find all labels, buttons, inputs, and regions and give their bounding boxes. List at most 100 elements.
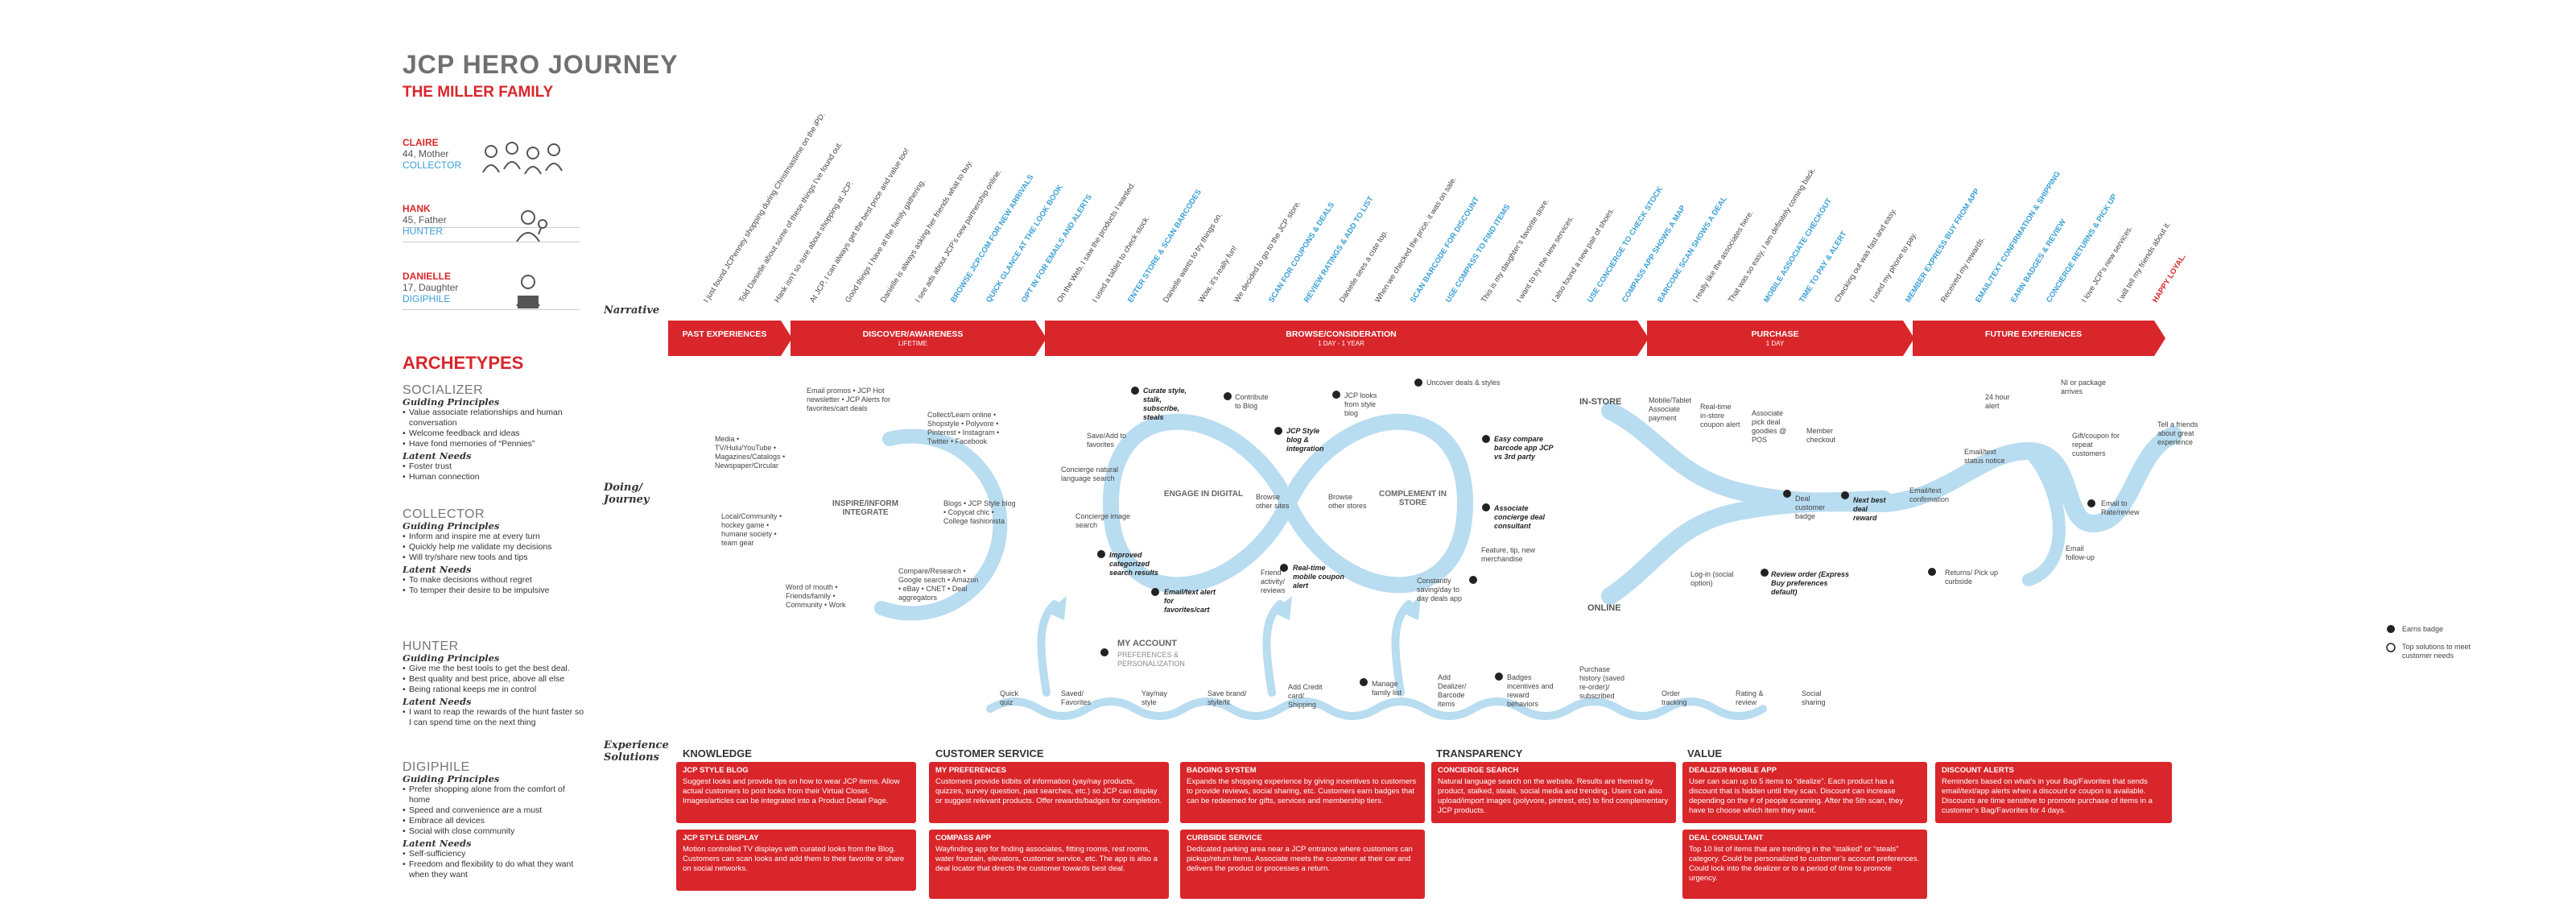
solution-desc: Top 10 list of items that are trending i… <box>1689 845 1920 883</box>
hunter-person-icon <box>516 210 547 242</box>
label-styleblog: JCP Style blog & integration <box>1286 427 1324 453</box>
page-subtitle: THE MILLER FAMILY <box>402 84 554 101</box>
label-constantly: Constantly saving/day to day deals app <box>1417 577 1463 602</box>
list-item: Prefer shopping alone from the comfort o… <box>402 784 588 805</box>
label-earns: Earns badge <box>2402 625 2444 633</box>
label-local: Local/Community • hockey game • humane s… <box>721 512 782 547</box>
needs-list: Self-sufficiency Freedom and flexibility… <box>402 849 588 880</box>
label-browse2: Browse other stores <box>1328 493 1367 510</box>
label-addcredit: Add Credit card/ Shipping <box>1288 683 1323 709</box>
list-item: Value associate relationships and human … <box>402 408 588 428</box>
principles-list: Inform and inspire me at every turn Quic… <box>402 532 588 563</box>
list-item: Foster trust <box>402 462 588 472</box>
solution-title: JCP STYLE DISPLAY <box>683 834 759 842</box>
divider <box>402 227 580 228</box>
solution-title: MY PREFERENCES <box>935 766 1006 775</box>
label-badges: Badges incentives and reward behaviors <box>1507 673 1554 708</box>
solution-desc: Wayfinding app for finding associates, f… <box>935 845 1158 873</box>
label-blogs: Blogs • JCP Style blog • Copycat chic • … <box>943 499 1016 525</box>
principles-list: Value associate relationships and human … <box>402 408 588 449</box>
engage-label: ENGAGE IN DIGITAL <box>1163 490 1244 499</box>
solution-title: DEAL CONSULTANT <box>1689 834 1764 842</box>
row-label-experience: Experience Solutions <box>604 739 669 764</box>
myaccount-sub-label: PREFERENCES & PERSONALIZATION <box>1117 651 1185 668</box>
phase-sublabel: 1 DAY - 1 YEAR <box>1318 340 1364 347</box>
account-wave <box>986 697 1767 720</box>
solution-desc: Customers provide tidbits of information… <box>935 777 1162 805</box>
label-saved: Saved/ Favorites <box>1061 689 1092 706</box>
solution-title: CURBSIDE SERVICE <box>1187 834 1262 842</box>
label-word: Word of mouth • Friends/family • Communi… <box>786 583 846 609</box>
list-item: Being rational keeps me in control <box>402 685 588 695</box>
list-item: Give me the best tools to get the best d… <box>402 664 588 674</box>
instore-flow <box>1601 402 1893 511</box>
solution-card: JCP STYLE DISPLAY Motion controlled TV di… <box>676 830 916 891</box>
list-item: Human connection <box>402 472 588 482</box>
label-uncover: Uncover deals & styles <box>1426 379 1501 387</box>
archetypes-title: ARCHETYPES <box>402 353 524 373</box>
list-item: Social with close community <box>402 826 588 837</box>
list-item: Speed and convenience are a must <box>402 805 588 816</box>
list-item: Self-sufficiency <box>402 849 588 859</box>
online-flow <box>1601 494 1893 605</box>
page-title: JCP HERO JOURNEY <box>402 50 679 79</box>
label-dealbadge: Deal customer badge <box>1795 495 1826 520</box>
divider <box>402 309 580 310</box>
complement-label: COMPLEMENT IN STORE <box>1379 490 1447 507</box>
persona-danielle: DANIELLE 17, Daughter DIGIPHILE <box>402 271 580 359</box>
list-item: Embrace all devices <box>402 816 588 826</box>
phase-sublabel: LIFETIME <box>898 340 927 347</box>
label-mobile: Mobile/Tablet Associate payment <box>1649 396 1692 422</box>
label-gift: Gift/coupon for repeat customers <box>2072 432 2120 457</box>
label-emailstat: Email/text status notice <box>1964 448 2005 465</box>
archetype-socializer: SOCIALIZER Guiding Principles Value asso… <box>402 384 588 483</box>
persona-tag: DIGIPHILE <box>402 293 451 304</box>
label-24hr: 24 hour alert <box>1985 393 2010 410</box>
persona-claire: CLAIRE 44, Mother COLLECTOR <box>402 137 580 228</box>
label-collect: Collect/Learn online • Shopstyle • Polyv… <box>927 411 1000 445</box>
label-feature: Feature, tip, new merchandise <box>1481 546 1536 563</box>
label-curate: Curate style, stalk, subscribe, steals <box>1143 387 1187 421</box>
archetype-digiphile: DIGIPHILE Guiding Principles Prefer shop… <box>402 761 588 880</box>
needs-list: To make decisions without regret To temp… <box>402 575 588 596</box>
online-label: ONLINE <box>1587 603 1621 613</box>
solution-title: COMPASS APP <box>935 834 992 842</box>
solution-category-transparency: TRANSPARENCY <box>1436 747 1523 760</box>
persona-age: 17, Daughter <box>402 282 459 293</box>
future-flow <box>1875 426 2182 533</box>
persona-name: DANIELLE <box>402 271 451 282</box>
label-emailfollow: Email follow-up <box>2066 544 2095 561</box>
solution-desc: Suggest looks and provide tips on how to… <box>683 777 900 805</box>
archetype-name: COLLECTOR <box>402 507 485 521</box>
guiding-principles-heading: Guiding Principles <box>402 520 500 532</box>
needs-list: I want to reap the rewards of the hunt f… <box>402 707 588 728</box>
solution-desc: Reminders based on what’s in your Bag/Fa… <box>1942 777 2153 815</box>
archetype-hunter: HUNTER Guiding Principles Give me the be… <box>402 640 588 728</box>
return-flow <box>2022 445 2066 586</box>
principles-list: Prefer shopping alone from the comfort o… <box>402 784 588 837</box>
myaccount-label: MY ACCOUNT <box>1117 639 1177 648</box>
label-realtime2: Real-time in-store coupon alert <box>1700 403 1740 428</box>
solution-desc: Natural language search on the website. … <box>1438 777 1669 815</box>
label-purchase: Purchase history (saved re-order)/ subsc… <box>1579 665 1625 700</box>
solution-category-value: VALUE <box>1687 747 1723 760</box>
list-item: To temper their desire to be impulsive <box>402 586 588 596</box>
label-associate: Associate concierge deal consultant <box>1494 504 1546 530</box>
label-media: Media • TV/Hulu/YouTube • Magazines/Cata… <box>715 435 786 470</box>
list-item: Inform and inspire me at every turn <box>402 532 588 542</box>
list-item: Have fond memories of “Pennies” <box>402 439 588 449</box>
label-email: Email promos • JCP Hot newsletter • JCP … <box>807 387 891 412</box>
persona-tag: COLLECTOR <box>402 159 462 171</box>
label-login: Log-in (social option) <box>1690 570 1734 587</box>
inspire-label: INSPIRE/INFORM INTEGRATE <box>832 499 899 517</box>
phase-label: DISCOVER/AWARENESS <box>862 329 964 339</box>
row-label-doing: Doing/ Journey <box>604 482 650 506</box>
label-browse1: Browse other sites <box>1256 493 1290 510</box>
solution-title: JCP STYLE BLOG <box>683 766 749 775</box>
solution-desc: Motion controlled TV displays with curat… <box>683 845 905 873</box>
label-topsol: Top solutions to meet customer needs <box>2402 643 2471 660</box>
needs-list: Foster trust Human connection <box>402 462 588 482</box>
